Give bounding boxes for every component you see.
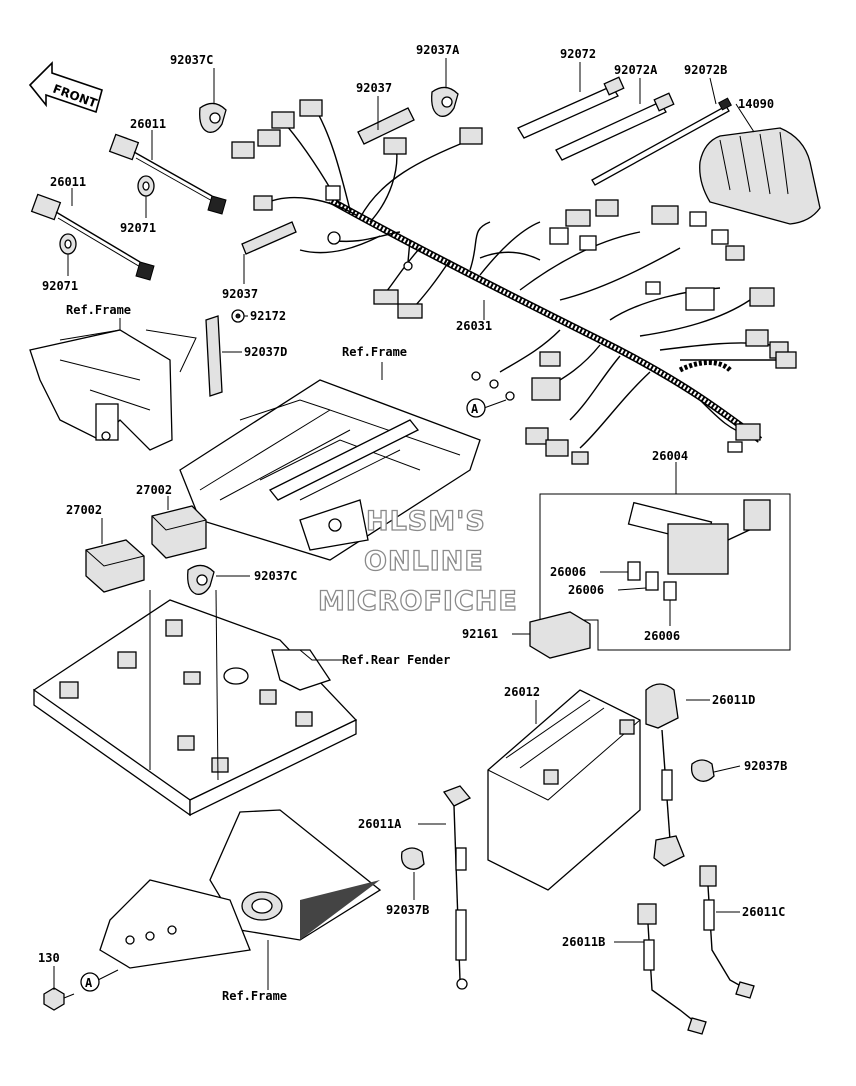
callout-26011-upper: 26011	[130, 117, 166, 131]
callout-130: 130	[38, 951, 60, 965]
front-arrow-icon: FRONT	[28, 61, 103, 114]
relay-27002-upper-icon	[151, 505, 207, 559]
watermark-line-3: MICROFICHE	[318, 586, 518, 617]
cover-14090-icon	[699, 127, 821, 225]
callout-92037b-left: 92037B	[386, 903, 429, 917]
rear-fender-tray-icon	[33, 599, 358, 817]
callout-26006-a: 26006	[550, 565, 586, 579]
battery-26012-icon	[487, 689, 641, 891]
callout-26031: 26031	[456, 319, 492, 333]
callout-26011-lower: 26011	[50, 175, 86, 189]
callout-92072b: 92072B	[684, 63, 727, 77]
marker-a-lower-label: A	[85, 976, 93, 990]
bolt-92172-icon	[231, 309, 245, 323]
callout-26011b: 26011B	[562, 935, 605, 949]
frame-top-left-icon	[29, 329, 173, 451]
frame-bottom-icon	[99, 809, 382, 969]
clamp-92037b-left-icon	[400, 847, 425, 870]
cable-26011d-icon	[645, 683, 685, 867]
strap-92037d-icon	[205, 315, 223, 397]
clamp-92037c-top-icon	[199, 102, 227, 133]
callout-27002-upper: 27002	[136, 483, 172, 497]
cap-92161-icon	[529, 611, 591, 659]
callout-92072a: 92072A	[614, 63, 658, 77]
callout-92071-upper: 92071	[120, 221, 156, 235]
clamp-92037c-lower-icon	[187, 564, 215, 595]
tie-92072-icon	[517, 76, 625, 139]
callout-92172: 92172	[250, 309, 286, 323]
callout-92037-mid: 92037	[222, 287, 258, 301]
leader-lines	[53, 58, 755, 990]
callout-26006-b: 26006	[568, 583, 604, 597]
ref-frame-top-left: Ref.Frame	[66, 303, 131, 317]
cable-26011a-icon	[442, 785, 472, 990]
callout-14090: 14090	[738, 97, 774, 111]
callout-92037c-top: 92037C	[170, 53, 213, 67]
fuse-26006-c-icon	[663, 581, 677, 601]
callout-labels: 92037C 92037A 92037 92072 92072A 92072B …	[38, 43, 787, 965]
reference-labels: Ref.Frame Ref.Frame Ref.Rear Fender Ref.…	[66, 303, 450, 1003]
clamp-92037b-right-icon	[690, 759, 715, 782]
tie-92072b-icon	[591, 97, 732, 186]
callout-26012: 26012	[504, 685, 540, 699]
cable-26011-lower-icon	[30, 193, 155, 281]
callout-92072: 92072	[560, 47, 596, 61]
callout-92071-lower: 92071	[42, 279, 78, 293]
ref-frame-center: Ref.Frame	[342, 345, 407, 359]
callout-26011d: 26011D	[712, 693, 755, 707]
callout-92037d: 92037D	[244, 345, 287, 359]
watermark: HLSM'S ONLINE MICROFICHE	[317, 505, 518, 617]
callout-92037a: 92037A	[416, 43, 460, 57]
callout-92161: 92161	[462, 627, 498, 641]
ref-rear-fender: Ref.Rear Fender	[342, 653, 450, 667]
grommet-92071-upper-icon	[137, 175, 155, 197]
bolt-130-icon	[43, 987, 75, 1011]
marker-a-upper: A	[466, 398, 486, 418]
marker-a-lower: A	[80, 972, 100, 992]
callout-26011a: 26011A	[358, 817, 402, 831]
callout-26006-c: 26006	[644, 629, 680, 643]
strap-92037-mid-icon	[241, 221, 297, 255]
callout-26011c: 26011C	[742, 905, 785, 919]
callout-92037-top: 92037	[356, 81, 392, 95]
frame-center-icon	[179, 379, 481, 561]
kit-26004-box	[539, 493, 791, 651]
grommet-92071-lower-icon	[59, 233, 77, 255]
marker-a-upper-label: A	[471, 402, 479, 416]
harness-connectors-icon	[231, 99, 797, 465]
strap-92037-top-icon	[357, 107, 415, 145]
fuse-26006-a-icon	[627, 561, 641, 581]
watermark-line-2: ONLINE	[364, 546, 484, 577]
cable-26011-upper-icon	[108, 133, 227, 215]
watermark-line-1: HLSM'S	[366, 506, 486, 537]
callout-26004: 26004	[652, 449, 688, 463]
ref-frame-bottom: Ref.Frame	[222, 989, 287, 1003]
fuse-26006-b-icon	[645, 571, 659, 591]
clamp-92037a-icon	[431, 86, 459, 117]
callout-27002-lower: 27002	[66, 503, 102, 517]
relay-27002-lower-icon	[85, 539, 145, 593]
callout-92037b-right: 92037B	[744, 759, 787, 773]
cable-26011b-icon	[637, 903, 707, 1035]
callout-92037c-lower: 92037C	[254, 569, 297, 583]
tie-92072a-icon	[555, 92, 675, 161]
cable-26011c-icon	[699, 865, 755, 999]
